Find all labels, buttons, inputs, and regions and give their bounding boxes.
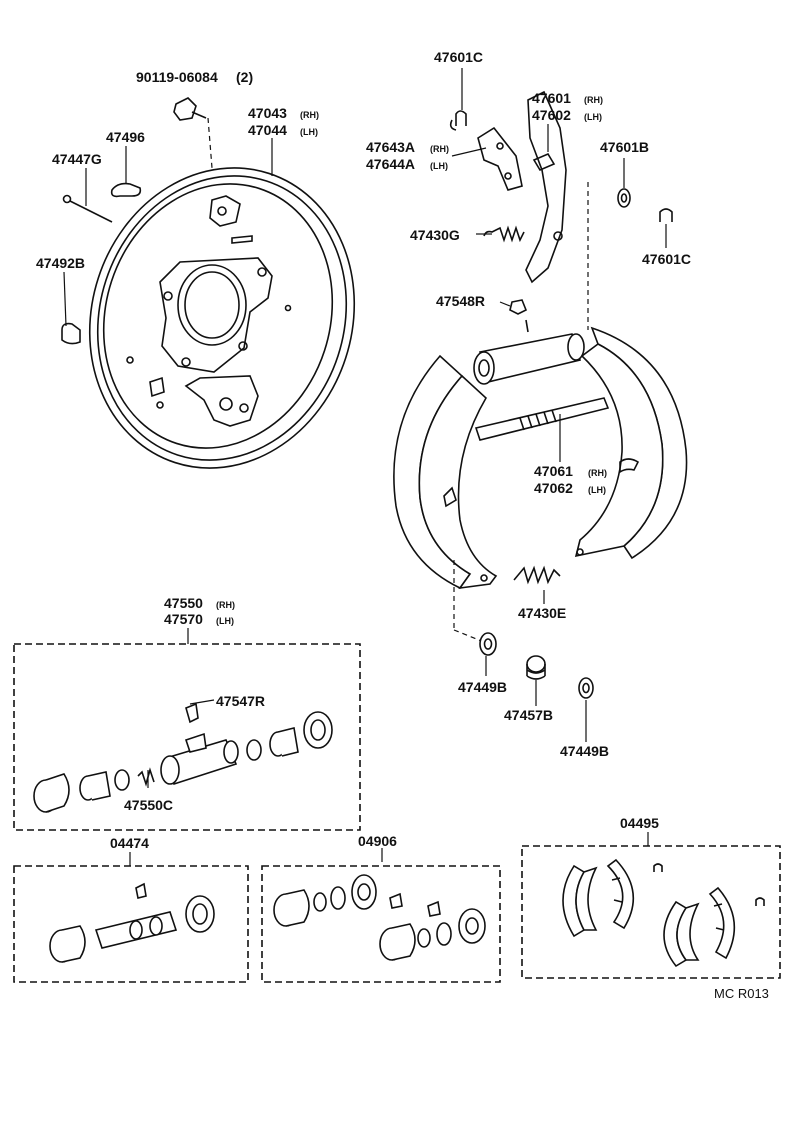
label-47062: 47062 [534, 480, 573, 496]
label-47449B-right: 47449B [560, 743, 609, 759]
plug-47492B-drawing [61, 322, 81, 345]
label-47601C-top: 47601C [434, 49, 483, 65]
label-47643A-rh: (RH) [430, 144, 449, 154]
label-47061-rh: (RH) [588, 468, 607, 478]
nipple-47548R-drawing [509, 299, 529, 333]
shoe-kit-04495-drawing [562, 858, 765, 968]
label-47044-lh: (LH) [300, 127, 318, 137]
bolt-90119-drawing [173, 97, 213, 169]
strut-47643A-drawing [477, 126, 523, 191]
label-90119-qty: (2) [236, 69, 253, 85]
clip-47496-drawing [110, 182, 142, 198]
label-47061: 47061 [534, 463, 573, 479]
label-47550: 47550 [164, 595, 203, 611]
washer-47601B-drawing [617, 188, 631, 208]
label-47570: 47570 [164, 611, 203, 627]
label-47043: 47043 [248, 105, 287, 121]
kit-box-04474 [13, 865, 249, 983]
label-47550C: 47550C [124, 797, 173, 813]
label-47449B-left: 47449B [458, 679, 507, 695]
pin-47447G-drawing [62, 194, 113, 223]
spring-47457B-drawing [526, 655, 546, 680]
label-04495: 04495 [620, 815, 659, 831]
label-47044: 47044 [248, 122, 287, 138]
washer-47449B-left-drawing [479, 632, 497, 656]
clip-47601C-top-drawing [449, 110, 467, 131]
label-47430E: 47430E [518, 605, 566, 621]
label-47550-rh: (RH) [216, 600, 235, 610]
label-47457B: 47457B [504, 707, 553, 723]
label-47547R: 47547R [216, 693, 265, 709]
label-04906: 04906 [358, 833, 397, 849]
footer-code: MC R013 [714, 986, 769, 1001]
label-47496: 47496 [106, 129, 145, 145]
label-47643A: 47643A [366, 139, 415, 155]
lever-47601-drawing [525, 90, 567, 284]
kit-box-04495 [521, 845, 781, 979]
cylinder-kit-04906-drawing [273, 874, 486, 961]
label-90119-06084: 90119-06084 [136, 69, 218, 85]
label-47062-lh: (LH) [588, 485, 606, 495]
label-47602-lh: (LH) [584, 112, 602, 122]
label-47601: 47601 [532, 90, 571, 106]
kit-box-47550 [13, 643, 361, 831]
label-47492B: 47492B [36, 255, 85, 271]
clip-47601C-right-drawing [659, 208, 673, 222]
cylinder-kit-04474-drawing [49, 882, 215, 963]
label-47601B: 47601B [600, 139, 649, 155]
brake-shoe-assembly-drawing [393, 326, 688, 590]
label-47548R: 47548R [436, 293, 485, 309]
leader-lines [63, 68, 667, 866]
label-47447G: 47447G [52, 151, 102, 167]
washer-47449B-right-drawing [578, 677, 594, 699]
label-47644A: 47644A [366, 156, 415, 172]
label-47043-rh: (RH) [300, 110, 319, 120]
shoe-lower-guide-line-2 [453, 629, 485, 643]
kit-box-04906 [261, 865, 501, 983]
label-04474: 04474 [110, 835, 149, 851]
label-47644A-lh: (LH) [430, 161, 448, 171]
label-47570-lh: (LH) [216, 616, 234, 626]
label-47601C-right: 47601C [642, 251, 691, 267]
wheel-cylinder-kit-drawing [33, 702, 333, 813]
label-47430G: 47430G [410, 227, 460, 243]
backing-plate-drawing [88, 167, 356, 469]
label-47602: 47602 [532, 107, 571, 123]
label-47601-rh: (RH) [584, 95, 603, 105]
